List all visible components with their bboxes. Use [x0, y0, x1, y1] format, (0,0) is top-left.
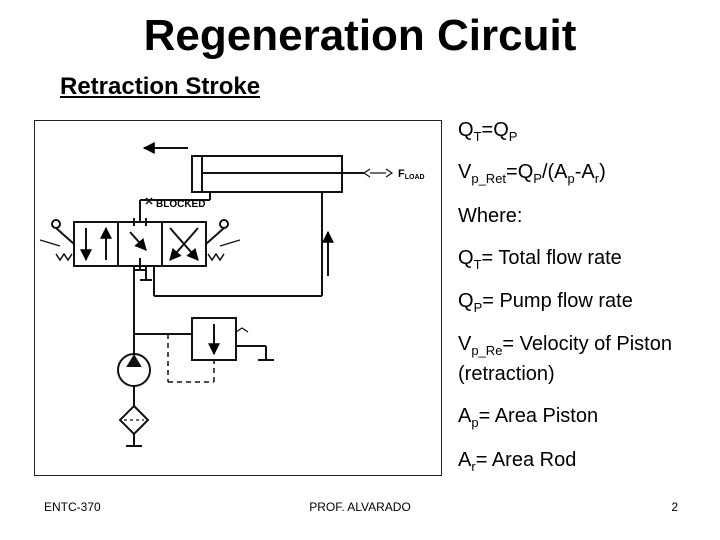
def-area-rod: Ar= Area Rod [458, 449, 577, 474]
circuit-schematic: BLOCKED FLOAD [34, 120, 442, 476]
slide-title: Regeneration Circuit [143, 11, 577, 60]
eq-velocity-retraction: Vp_Ret=QP/(Ap-Ar) [458, 161, 606, 186]
left-spring [55, 252, 73, 262]
def-total-flow: QT= Total flow rate [458, 247, 622, 272]
def-velocity-line2: (retraction) [458, 363, 555, 385]
footer-page-number: 2 [671, 500, 678, 514]
left-lever [55, 227, 75, 245]
blocked-label: BLOCKED [156, 199, 205, 210]
footer-instructor: PROF. ALVARADO [309, 500, 411, 514]
valve-left-envelope [73, 221, 119, 267]
def-velocity: Vp_Re= Velocity of Piston [458, 333, 672, 358]
def-area-piston: Ap= Area Piston [458, 405, 599, 430]
right-lever [205, 227, 225, 245]
load-label: FLOAD [398, 168, 425, 181]
where-label: Where: [458, 205, 523, 227]
footer-course: ENTC-370 [44, 500, 101, 514]
eq-total-flow: QT=QP [458, 119, 518, 144]
right-spring [207, 252, 225, 262]
def-pump-flow: QP= Pump flow rate [458, 290, 633, 315]
slide-subtitle: Retraction Stroke [60, 73, 261, 100]
regeneration-circuit-diagram: BLOCKED FLOAD [34, 120, 442, 476]
figure-border [34, 120, 442, 476]
